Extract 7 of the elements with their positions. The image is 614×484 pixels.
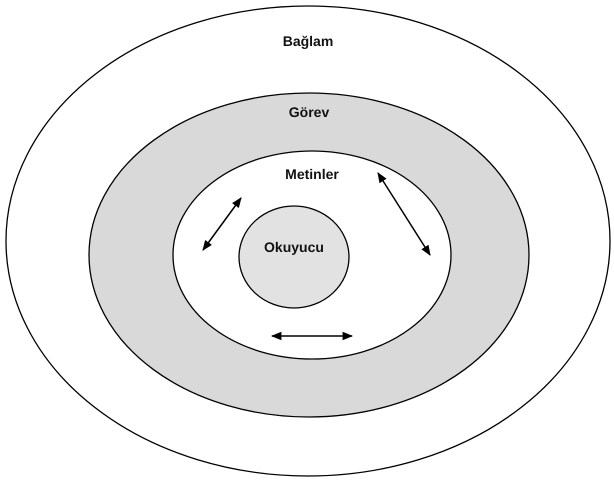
- ring-label: Bağlam: [282, 33, 334, 49]
- ring-label: Metinler: [285, 166, 339, 182]
- double-headed-arrow: [202, 197, 242, 251]
- double-headed-arrow: [270, 332, 354, 340]
- double-headed-arrow: [377, 172, 431, 256]
- ring-label: Okuyucu: [264, 239, 324, 255]
- ring-label: Görev: [288, 104, 330, 120]
